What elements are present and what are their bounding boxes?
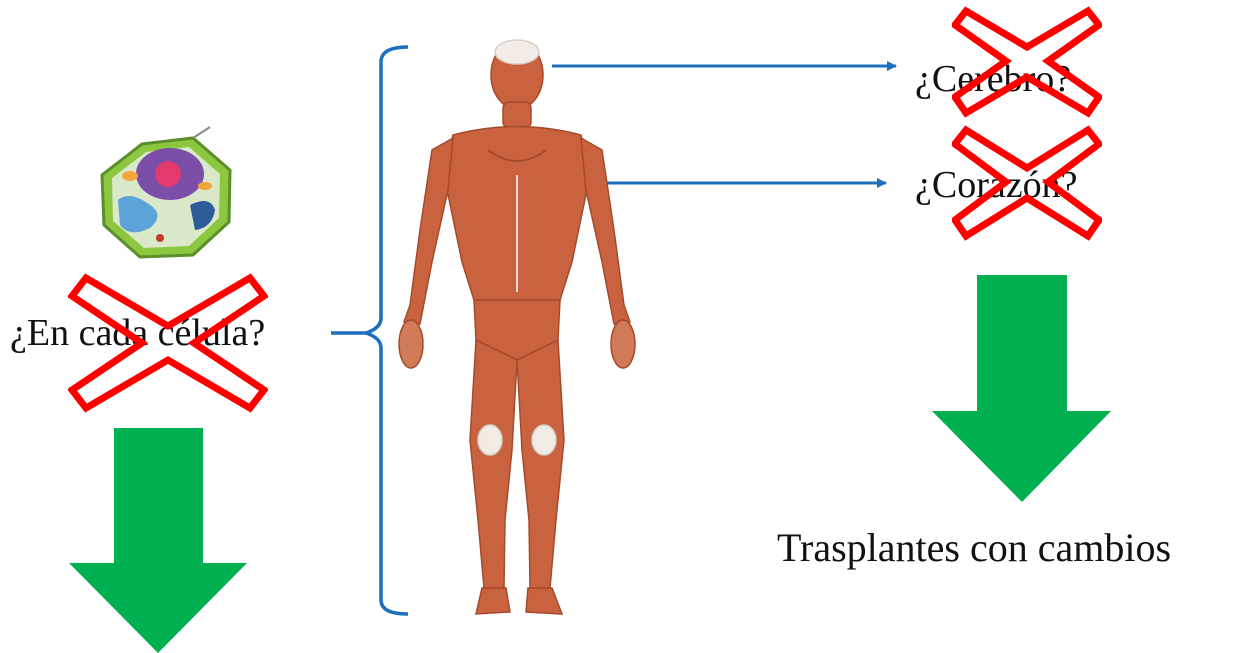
cell-rejection-cross-icon (68, 268, 268, 418)
animal-cell-icon (102, 127, 230, 257)
human-muscular-body-icon (399, 40, 635, 614)
left-green-down-arrow (69, 428, 247, 653)
right-green-down-arrow (932, 275, 1111, 502)
brain-rejection-cross-icon (952, 3, 1102, 123)
transplant-note-label: Trasplantes con cambios (777, 528, 1171, 568)
heart-rejection-cross-icon (952, 122, 1102, 247)
